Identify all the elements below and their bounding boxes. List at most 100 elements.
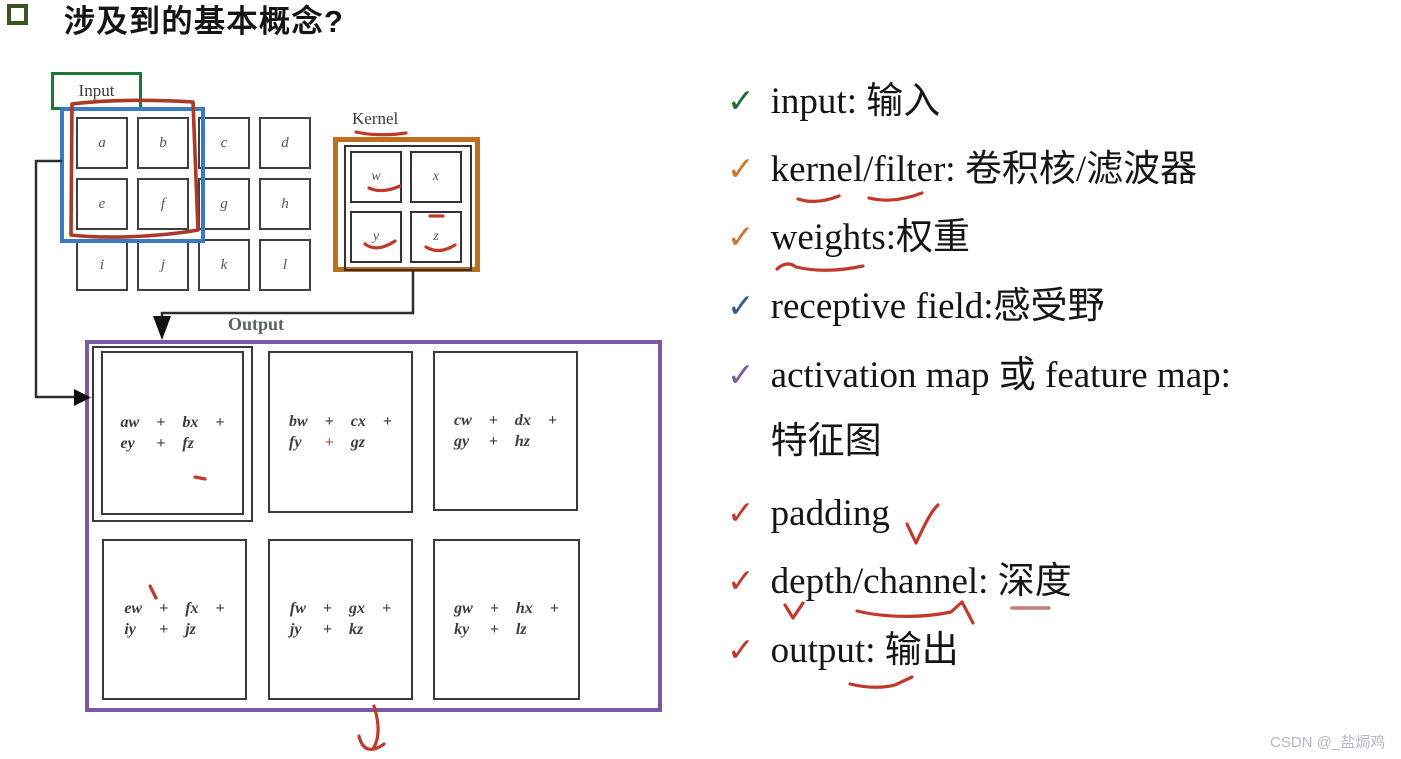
formula-token: gx bbox=[349, 600, 365, 617]
formula-token: + bbox=[159, 621, 169, 638]
formula-token: + bbox=[322, 600, 332, 617]
grid-cell: d bbox=[259, 117, 311, 169]
list-item-padding: ✓ padding bbox=[727, 492, 890, 536]
formula-token bbox=[548, 433, 557, 451]
formula-token: + bbox=[322, 621, 332, 638]
formula-token: fx bbox=[185, 600, 199, 617]
grid-cell: h bbox=[259, 178, 311, 230]
grid-cell: z bbox=[410, 211, 462, 263]
weights-word-underline bbox=[775, 262, 865, 272]
formula-token: iy bbox=[124, 621, 136, 638]
output-label: Output bbox=[228, 314, 285, 334]
formula-token bbox=[382, 621, 391, 639]
formula-token: ky bbox=[454, 621, 470, 638]
padding-hand-check bbox=[905, 503, 940, 545]
grid-cell: k bbox=[198, 239, 250, 291]
grid-cell: y bbox=[350, 211, 402, 263]
formula: ew+fx+iy+jz bbox=[104, 541, 245, 698]
page-title: 涉及到的基本概念? bbox=[64, 4, 345, 39]
receptive-field-highlight-box bbox=[60, 107, 205, 243]
grid-cell: x bbox=[410, 151, 462, 203]
grid-cell: w bbox=[350, 151, 402, 203]
formula-token: + bbox=[488, 432, 498, 450]
check-icon: ✓ bbox=[727, 493, 755, 532]
filter-word-underline bbox=[867, 191, 924, 202]
formula-token bbox=[215, 435, 224, 453]
list-item-activation-map: ✓ activation map 或 feature map: 特征图 bbox=[727, 354, 1231, 464]
list-item-depth-channel: ✓ depth/channel: 深度 bbox=[727, 560, 1072, 604]
formula-token bbox=[383, 434, 392, 452]
formula-token: kz bbox=[349, 621, 364, 638]
check-icon: ✓ bbox=[727, 286, 755, 325]
red-down-arrow bbox=[371, 704, 380, 751]
input-label-box: Input bbox=[51, 72, 142, 110]
watermark: CSDN @_盐焗鸡 bbox=[1270, 734, 1386, 751]
check-icon: ✓ bbox=[727, 630, 755, 669]
formula: cw+dx+gy+hz bbox=[435, 353, 576, 509]
output-word-underline bbox=[848, 675, 914, 689]
formula-token: + bbox=[382, 600, 392, 617]
list-item-text: padding bbox=[770, 493, 890, 534]
output-cell: gw + hx + ky + lz bbox=[433, 539, 580, 700]
formula-token: + bbox=[324, 433, 334, 451]
formula-token bbox=[216, 621, 225, 639]
formula-token bbox=[550, 621, 559, 639]
depth-v-mark bbox=[783, 601, 805, 620]
formula-token: bx bbox=[182, 413, 199, 431]
formula-token: + bbox=[489, 621, 499, 638]
channel-word-underline bbox=[855, 600, 975, 625]
formula-token: lz bbox=[515, 621, 527, 638]
output-cell: fw + gx + jy + kz bbox=[268, 539, 413, 700]
output-cell: cw+dx+gy+hz bbox=[433, 351, 578, 511]
list-item-text: output: 输出 bbox=[770, 630, 959, 671]
formula-token: cw bbox=[453, 411, 472, 429]
check-icon: ✓ bbox=[727, 81, 755, 120]
list-item-text-line2: 特征图 bbox=[770, 421, 882, 462]
kernel-label-underline bbox=[354, 130, 408, 137]
output-cell: bw+cx+fy+gz bbox=[268, 351, 413, 513]
check-icon: ✓ bbox=[727, 355, 755, 394]
formula-token: gy bbox=[453, 432, 470, 450]
formula-token: + bbox=[215, 413, 225, 431]
formula-token: + bbox=[382, 412, 393, 430]
grid-cell: g bbox=[198, 178, 250, 230]
grid-cell: c bbox=[198, 117, 250, 169]
formula-token: + bbox=[156, 413, 166, 431]
list-item-text: receptive field:感受野 bbox=[770, 286, 1105, 327]
grid-cell: i bbox=[76, 239, 128, 291]
list-item-text: kernel/filter: 卷积核/滤波器 bbox=[770, 149, 1198, 190]
list-item-output: ✓ output: 输出 bbox=[727, 629, 959, 673]
list-item-kernel-filter: ✓ kernel/filter: 卷积核/滤波器 bbox=[727, 148, 1197, 192]
grid-cell: l bbox=[259, 239, 311, 291]
formula-token: dx bbox=[514, 411, 531, 429]
formula-token: + bbox=[489, 600, 499, 617]
arrowhead-down-icon bbox=[153, 316, 171, 340]
list-item-text: activation map 或 feature map: bbox=[770, 355, 1231, 396]
formula-token: + bbox=[549, 600, 559, 617]
list-item-input: ✓ input: 输入 bbox=[727, 80, 940, 124]
formula-token: + bbox=[488, 411, 498, 429]
output-cell: ew+fx+iy+jz bbox=[102, 539, 247, 700]
formula-token: + bbox=[159, 600, 169, 617]
formula-token: jy bbox=[289, 621, 302, 638]
formula-token: gw bbox=[454, 600, 473, 617]
kernel-word-underline bbox=[796, 194, 841, 203]
formula: bw+cx+fy+gz bbox=[270, 353, 411, 511]
input-label: Input bbox=[78, 81, 115, 100]
formula-token: + bbox=[547, 411, 558, 429]
formula-token: ey bbox=[120, 434, 135, 452]
formula: aw+bx+ey+fz bbox=[103, 353, 242, 513]
kernel-label: Kernel bbox=[352, 109, 399, 128]
formula-token: hx bbox=[515, 600, 533, 617]
grid-cell: j bbox=[137, 239, 189, 291]
formula-token: + bbox=[156, 434, 166, 452]
formula-token: fw bbox=[289, 600, 306, 617]
formula-token: fz bbox=[182, 434, 194, 452]
list-item-text: input: 输入 bbox=[770, 81, 941, 122]
formula-token: + bbox=[324, 412, 334, 430]
list-item-weights: ✓ weights:权重 bbox=[727, 216, 970, 260]
formula-token: + bbox=[215, 600, 225, 617]
